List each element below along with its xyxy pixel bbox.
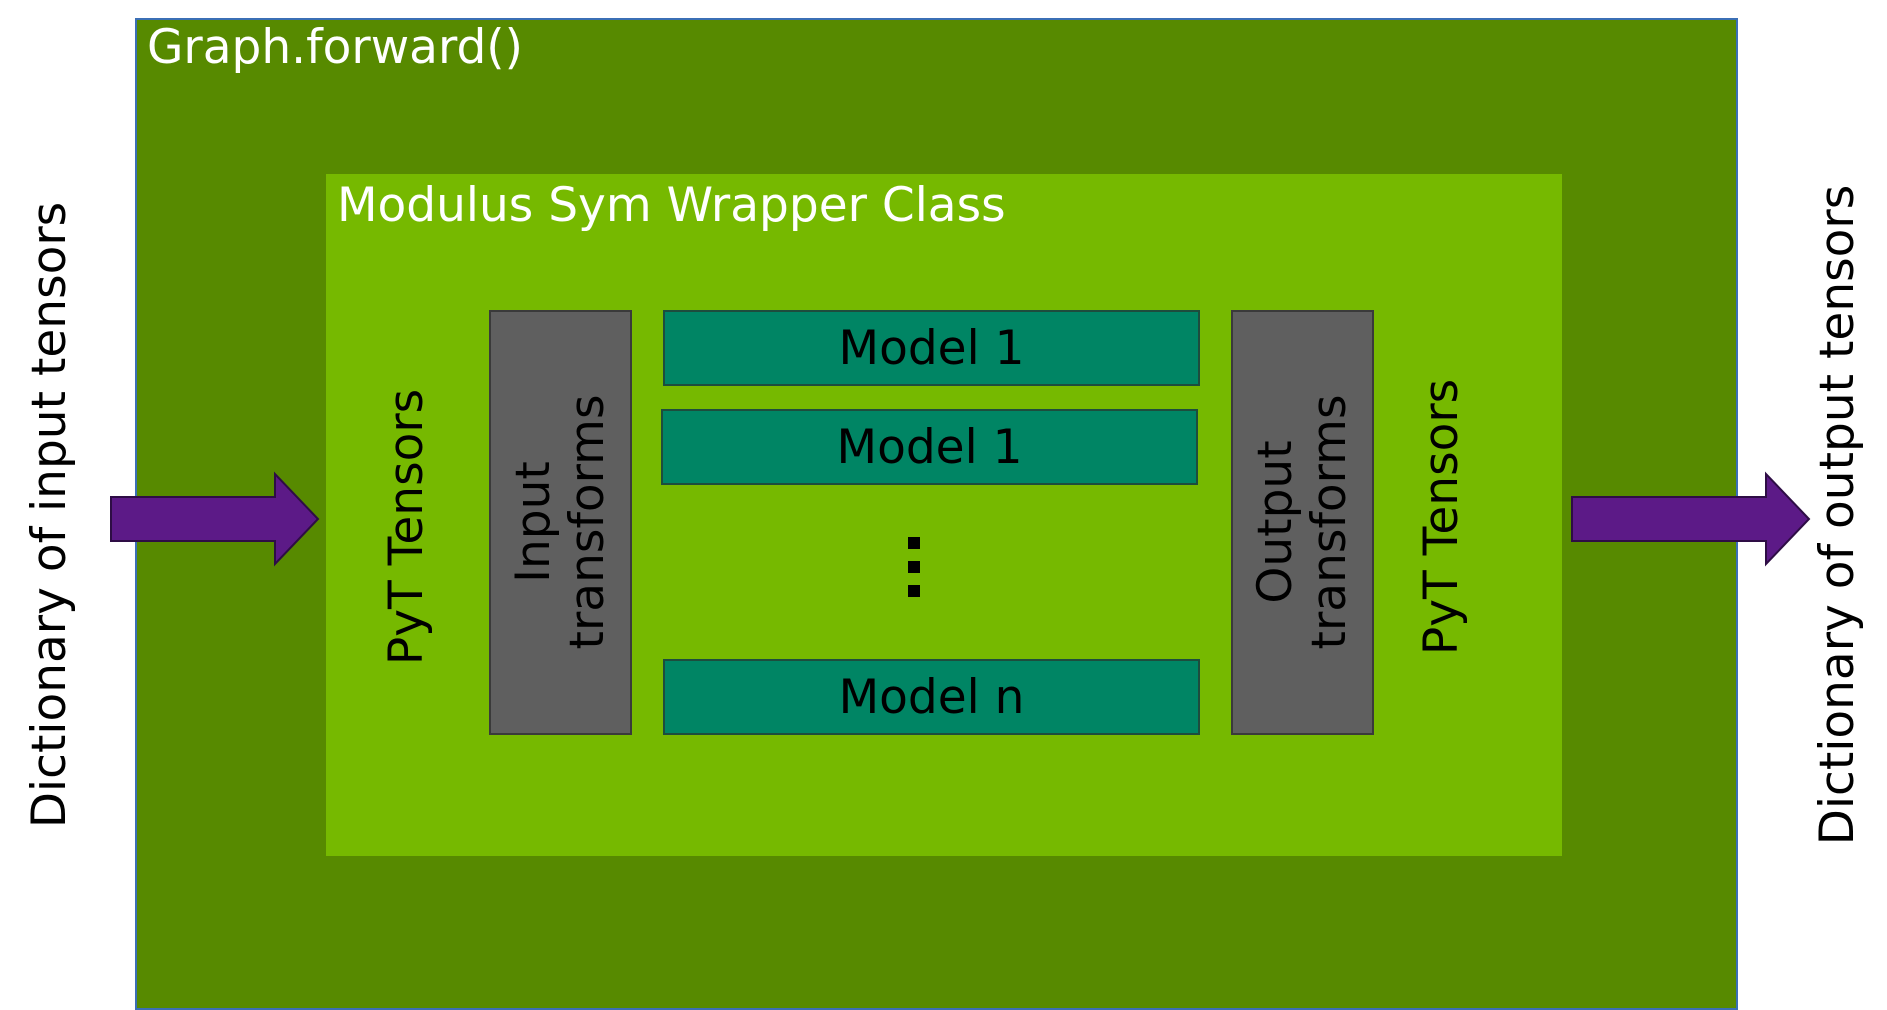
input-transforms-label: Input transforms	[505, 394, 615, 650]
input-dictionary-label: Dictionary of input tensors	[21, 201, 77, 829]
output-arrow	[1571, 471, 1811, 567]
input-transforms-line-2: transforms	[560, 394, 615, 650]
output-transforms-box	[1231, 310, 1374, 735]
output-transforms-line-2: transforms	[1302, 394, 1357, 650]
wrapper-class-title: Modulus Sym Wrapper Class	[337, 178, 1006, 233]
model-box-1: Model 1	[663, 310, 1200, 386]
model-box-n: Model n	[663, 659, 1200, 735]
graph-forward-title: Graph.forward()	[147, 20, 523, 75]
output-transforms-label: Output transforms	[1247, 394, 1357, 650]
input-pyt-tensors-label: PyT Tensors	[378, 388, 434, 666]
output-pyt-tensors-label: PyT Tensors	[1413, 378, 1469, 656]
model-box-2: Model 1	[661, 409, 1198, 485]
output-dictionary-label: Dictionary of output tensors	[1809, 184, 1865, 846]
input-arrow	[110, 471, 320, 567]
output-transforms-line-1: Output	[1247, 440, 1303, 604]
input-transforms-line-1: Input	[505, 461, 561, 583]
vertical-ellipsis-icon	[900, 525, 930, 605]
input-transforms-box	[489, 310, 632, 735]
